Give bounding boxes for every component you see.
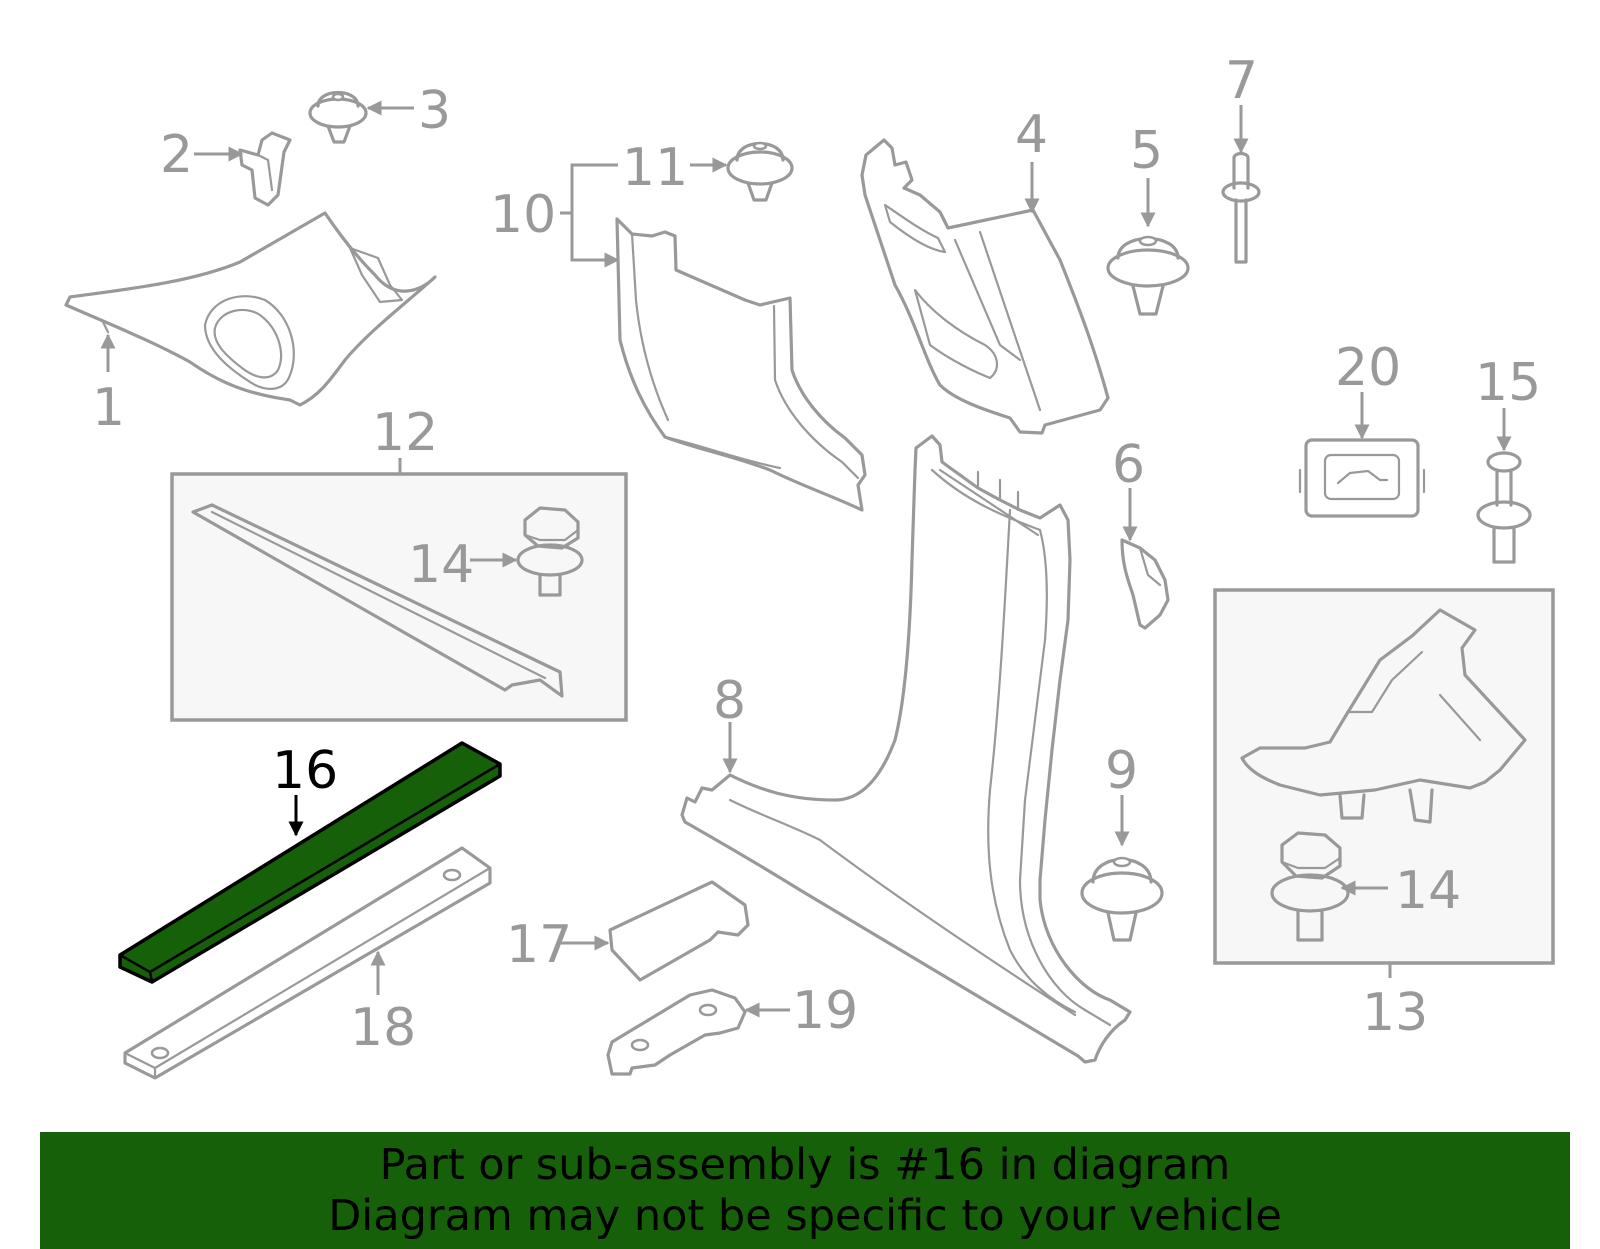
callout-16: 16 — [272, 741, 338, 801]
part-12-scuff-strip[interactable] — [191, 503, 564, 698]
part-19-bracket-plate[interactable] — [606, 988, 747, 1076]
leader-lines — [100, 100, 1512, 1018]
part-3-push-pin[interactable] — [308, 91, 368, 144]
callout-2: 2 — [160, 125, 193, 185]
callout-7: 7 — [1225, 51, 1258, 111]
callout-9: 9 — [1105, 741, 1138, 801]
callout-labels: 1 2 3 4 5 6 7 8 9 10 11 12 13 14 14 15 1… — [92, 51, 1541, 1058]
banner-line-part-info: Part or sub-assembly is #16 in diagram — [379, 1140, 1231, 1190]
part-10-kick-panel[interactable] — [615, 217, 867, 512]
part-16-sill-plate[interactable] — [118, 741, 502, 984]
callout-5: 5 — [1130, 121, 1163, 181]
part-2-clip[interactable] — [238, 131, 292, 207]
part-4-pillar-trim[interactable] — [860, 138, 1110, 435]
callout-14-a: 14 — [408, 535, 474, 595]
part-7-rivet[interactable] — [1221, 151, 1261, 264]
callout-4: 4 — [1015, 105, 1048, 165]
callout-10: 10 — [490, 185, 556, 245]
box-12-assembly — [170, 472, 628, 722]
banner-line-disclaimer: Diagram may not be specific to your vehi… — [328, 1191, 1282, 1241]
callout-17: 17 — [506, 915, 572, 975]
callout-1: 1 — [92, 378, 125, 438]
part-20-trunk-switch[interactable] — [1298, 438, 1426, 518]
callout-6: 6 — [1112, 435, 1145, 495]
part-8-pillar-sill-trim[interactable] — [680, 434, 1132, 1064]
box-13-assembly — [1213, 588, 1555, 965]
part-14-clip-a[interactable] — [516, 506, 584, 597]
callout-12: 12 — [372, 403, 438, 463]
callout-14-b: 14 — [1395, 861, 1461, 921]
part-15-clip[interactable] — [1476, 451, 1532, 564]
part-17-bracket[interactable] — [608, 880, 750, 982]
callout-20: 20 — [1335, 338, 1401, 398]
callout-15: 15 — [1475, 353, 1541, 413]
part-11-push-pin[interactable] — [726, 141, 794, 202]
callout-3: 3 — [418, 81, 451, 141]
part-1-lower-dash-panel[interactable] — [64, 211, 437, 407]
part-5-push-pin[interactable] — [1106, 235, 1190, 316]
callout-13: 13 — [1362, 983, 1428, 1043]
part-9-push-pin[interactable] — [1080, 856, 1164, 942]
callout-11: 11 — [622, 138, 688, 198]
part-18-strip[interactable] — [123, 846, 492, 1080]
callout-19: 19 — [792, 981, 858, 1041]
info-banner: Part or sub-assembly is #16 in diagram D… — [40, 1132, 1570, 1249]
part-6-trim-piece[interactable] — [1120, 538, 1170, 630]
callout-8: 8 — [713, 671, 746, 731]
callout-18: 18 — [350, 998, 416, 1058]
part-13-pillar-cover[interactable] — [1240, 608, 1527, 824]
